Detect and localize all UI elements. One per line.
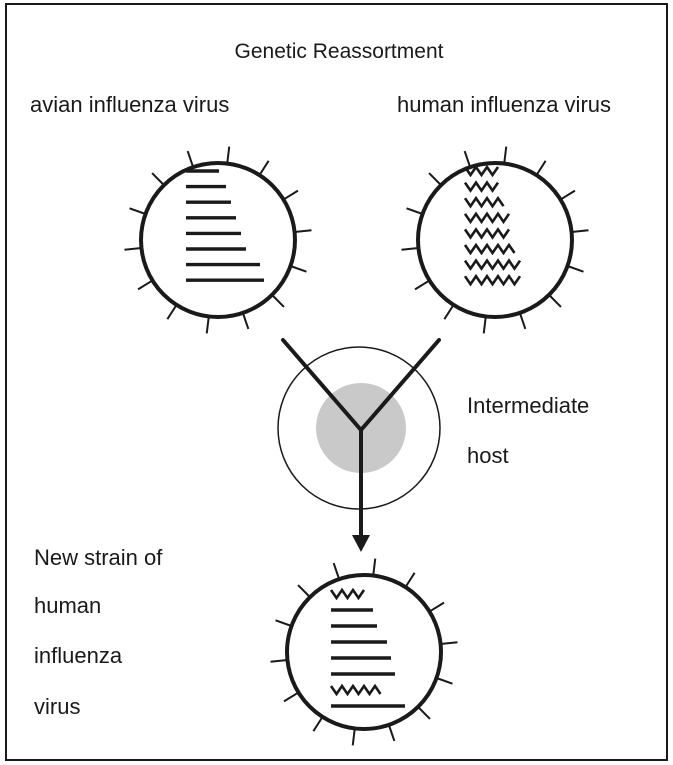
surface-spike bbox=[298, 585, 310, 597]
new-strain-label-line2: human bbox=[34, 593, 101, 618]
output-arrowhead bbox=[352, 535, 370, 552]
surface-spike bbox=[418, 707, 430, 719]
surface-spike bbox=[271, 660, 288, 662]
avian-virus-label: avian influenza virus bbox=[30, 92, 229, 117]
intermediate-host-label-line2: host bbox=[467, 443, 509, 468]
surface-spike bbox=[484, 316, 486, 333]
surface-spike bbox=[334, 563, 339, 579]
diagram-title: Genetic Reassortment bbox=[235, 40, 444, 63]
human-virus-label: human influenza virus bbox=[397, 92, 611, 117]
intermediate-host-label-line1: Intermediate bbox=[467, 393, 589, 418]
surface-spike bbox=[536, 161, 545, 175]
surface-spike bbox=[207, 316, 209, 333]
surface-spike bbox=[389, 725, 394, 741]
surface-spike bbox=[407, 208, 423, 214]
surface-spike bbox=[572, 230, 589, 232]
surface-spike bbox=[295, 230, 312, 232]
surface-spike bbox=[290, 266, 306, 272]
surface-spike bbox=[405, 573, 414, 587]
surface-spike bbox=[402, 248, 419, 250]
surface-spike bbox=[567, 266, 583, 272]
surface-spike bbox=[415, 280, 429, 289]
surface-spike bbox=[227, 147, 229, 164]
surface-spike bbox=[125, 248, 142, 250]
surface-spike bbox=[272, 295, 284, 307]
surface-spike bbox=[188, 151, 193, 167]
surface-spike bbox=[130, 208, 146, 214]
surface-spike bbox=[353, 728, 355, 745]
new-strain-label-line1: New strain of bbox=[34, 545, 163, 570]
surface-spike bbox=[441, 642, 458, 644]
surface-spike bbox=[429, 173, 441, 185]
surface-spike bbox=[313, 717, 322, 731]
surface-spike bbox=[436, 678, 452, 684]
surface-spike bbox=[430, 603, 444, 612]
surface-spike bbox=[284, 191, 298, 200]
new-strain-virus bbox=[271, 559, 458, 746]
surface-spike bbox=[504, 147, 506, 164]
new-strain-label-line4: virus bbox=[34, 694, 80, 719]
surface-spike bbox=[373, 559, 375, 576]
surface-spike bbox=[520, 313, 525, 329]
surface-spike bbox=[138, 280, 152, 289]
surface-spike bbox=[259, 161, 268, 175]
surface-spike bbox=[549, 295, 561, 307]
surface-spike bbox=[152, 173, 164, 185]
surface-spike bbox=[276, 620, 292, 626]
surface-spike bbox=[167, 305, 176, 319]
avian-virus bbox=[125, 147, 312, 334]
human-virus bbox=[402, 147, 589, 334]
surface-spike bbox=[444, 305, 453, 319]
surface-spike bbox=[284, 692, 298, 701]
surface-spike bbox=[243, 313, 248, 329]
surface-spike bbox=[465, 151, 470, 167]
reassortment-arrows bbox=[283, 340, 439, 552]
surface-spike bbox=[561, 191, 575, 200]
new-strain-label-line3: influenza bbox=[34, 643, 123, 668]
